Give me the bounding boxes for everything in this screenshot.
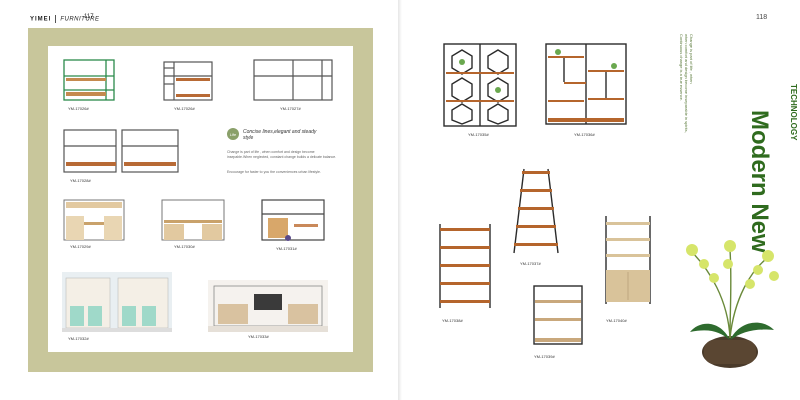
product-hex-shelf: YM-17035# [442,42,518,137]
product-loft-desk-1: YM-17029# [62,196,126,249]
product-ladder-shelf: YM-17037# [510,165,562,266]
ladder-shelf-image [513,168,559,254]
intro-line-3: Continuous change is a true essence. [679,34,684,101]
bunk-bed-image [253,59,333,101]
bunk-bed-image [63,59,115,101]
loft-desk-image [161,199,225,241]
feature-body-1: Change is part of life , when comfort an… [227,150,337,159]
low-shelf-image [533,285,583,345]
product-staggered-shelf: YM-17036# [544,42,628,137]
title-technology: TECHNOLOGY [788,84,798,141]
product-bunk-bed-2: YM-17026# [160,58,216,111]
cabinet-shelf-image [605,216,651,304]
bunk-bed-image [163,61,213,101]
product-code: YM-17036# [574,132,595,137]
product-panel: YM-17026# YM-17026# [48,46,353,352]
orchid-plant-image [670,220,790,385]
series-name: FURNITURE [60,16,100,23]
product-code: YM-17028# [70,178,91,183]
product-code: YM-17026# [174,106,195,111]
product-wide-shelf: YM-17038# [436,222,494,323]
product-code: YM-17026# [68,106,89,111]
intro-line-1: Change is part of life , when [689,34,694,84]
product-dorm-photo-2: YM-17033# [208,280,328,339]
product-code: YM-17037# [520,261,541,266]
left-page: YIMEI FURNITURE 117 YM-17026# [28,14,373,372]
page-number-right: 118 [756,14,768,21]
product-loft-desk-3: YM-17031# [258,196,328,251]
feature-body-2: Encourage for faster to you the convenie… [227,170,321,174]
title-block: Modern New TECHNOLOGY [736,40,797,253]
product-code: YM-17027# [280,106,301,111]
product-cabinet-shelf: YM-17040# [602,214,654,323]
product-bunk-bed-4: YM-17028# [60,126,182,183]
wide-shelf-image [439,224,491,308]
product-dorm-photo-1: YM-17032# [62,272,172,341]
product-bunk-bed-3: YM-17027# [250,56,336,111]
product-code: YM-17029# [70,244,91,249]
product-code: YM-17031# [276,246,297,251]
loft-desk-image [63,199,125,241]
feature-heading: Concise lines,elegant and steady style [243,129,317,141]
staggered-shelf-image [545,43,627,125]
product-code: YM-17032# [68,336,89,341]
bunk-bed-image [63,129,179,173]
dorm-photo [208,280,328,332]
left-header: YIMEI FURNITURE [30,15,100,23]
product-code: YM-17040# [606,318,627,323]
life-badge: Life [227,128,239,140]
product-code: YM-17038# [442,318,463,323]
loft-desk-image [261,199,325,241]
product-loft-desk-2: YM-17030# [160,196,226,249]
dorm-photo [62,272,172,332]
hex-shelf-image [443,43,517,127]
brand-name: YIMEI [30,16,52,23]
intro-line-2: when comfort and design become inseparab… [684,34,689,133]
page-gutter [398,0,402,400]
product-code: YM-17035# [468,132,489,137]
product-code: YM-17033# [248,334,269,339]
intro-lines: Change is part of life , when when comfo… [679,34,696,174]
product-code: YM-17030# [174,244,195,249]
product-code: YM-17039# [534,354,555,359]
product-bunk-bed-1: YM-17026# [60,56,118,111]
product-low-shelf: YM-17039# [530,282,586,359]
page-number-left: 117 [84,14,94,20]
header-divider [55,15,57,23]
